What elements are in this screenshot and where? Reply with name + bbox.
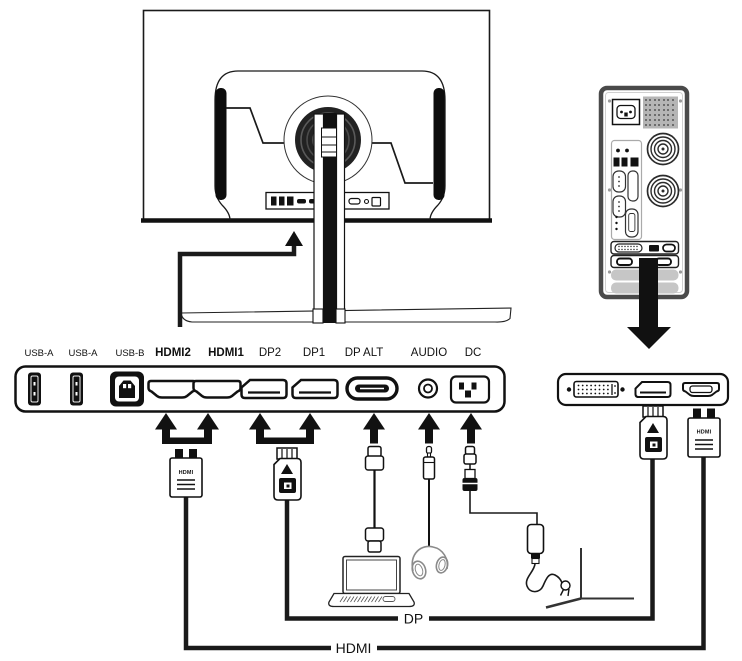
dp-alt-arrow [363,413,385,444]
tower-io-panel [610,139,643,241]
usb-b-port-icon [110,371,144,407]
rear-port-panel-mini [265,191,390,210]
vent-strip-right [433,88,445,200]
port-label-dp2: DP2 [259,347,281,359]
dp-plug-right-triangle [647,423,659,433]
power-cord [525,563,563,593]
port-label-audio: AUDIO [411,347,447,359]
monitor-back [141,9,512,324]
laptop-keyboard [339,596,383,603]
dp-plug-left [273,447,302,501]
dc-connector [462,478,478,491]
power-brick [526,523,545,555]
port-label-hdmi1: HDMI1 [208,347,244,359]
hdmi-plug-left-label: HDMI [179,470,194,476]
hdmi-fork-arrow [155,413,219,444]
usb-a-port-icon-1 [28,372,41,406]
dp-route-label: DP [404,611,423,627]
dp-cable-route [284,459,655,621]
hdmi2-port-icon [147,379,197,399]
usb-c-cable [364,445,385,553]
dp1-port-icon [291,378,339,400]
stand-base [180,307,512,324]
port-label-usb-b: USB-B [115,348,144,359]
dp-fork-arrow [249,413,321,444]
connection-arrows [155,413,482,444]
pc-tower [598,85,690,349]
tower-down-arrow [627,258,671,349]
audio-plug [422,445,436,547]
dp-plug-triangle [281,464,293,474]
dp-port-icon-gpu [634,381,672,398]
port-label-dp-alt: DP ALT [345,347,384,359]
audio-port-icon [417,378,439,399]
gpu-output-panel [556,372,730,407]
port-label-usb-a-2: USB-A [68,348,98,359]
dvi-port-icon [566,380,625,398]
dp2-port-icon [240,378,288,400]
port-label-hdmi2: HDMI2 [155,347,191,359]
accent-line-right [372,142,433,184]
tower-grille [643,96,678,129]
accent-line-left [226,107,284,144]
hdmi-plug-left: HDMI [169,449,203,498]
port-label-dc: DC [465,347,482,359]
port-strip: USB-A USB-A USB-B HDMI2 HDMI1 DP2 DP1 DP… [14,347,506,413]
case-screws [607,99,683,274]
wall-plug [559,580,571,597]
port-label-usb-a-1: USB-A [24,348,54,359]
hdmi-cable-route [183,457,706,651]
hdmi-route-label: HDMI [336,640,372,656]
hdmi1-port-icon [192,379,242,399]
dc-port-icon [449,375,491,404]
laptop [328,555,415,608]
hdmi-port-icon-gpu [682,382,720,397]
hdmi-plug-right-label: HDMI [697,430,712,436]
usb-c-dp-alt-port-icon [345,376,399,401]
tower-fan-top [646,132,680,166]
stand-column [313,113,346,313]
headphones [411,545,449,580]
dc-arrow [460,413,482,444]
attention-arrow [177,231,303,327]
wall-corner [545,548,634,609]
monitor-housing-outline [214,70,446,221]
usb-a-port-icon-2 [70,372,83,406]
laptop-touchpad [382,596,396,602]
dc-power-chain [462,445,634,609]
hdmi-plug-right: HDMI [687,408,721,458]
vent-strip-left [215,88,227,200]
dp-plug-right [639,405,668,460]
attention-arrowhead [285,231,303,246]
port-label-dp1: DP1 [303,347,325,359]
tower-power-inlet [611,98,641,126]
tower-fan-bottom [646,174,680,208]
audio-arrow [418,413,440,444]
